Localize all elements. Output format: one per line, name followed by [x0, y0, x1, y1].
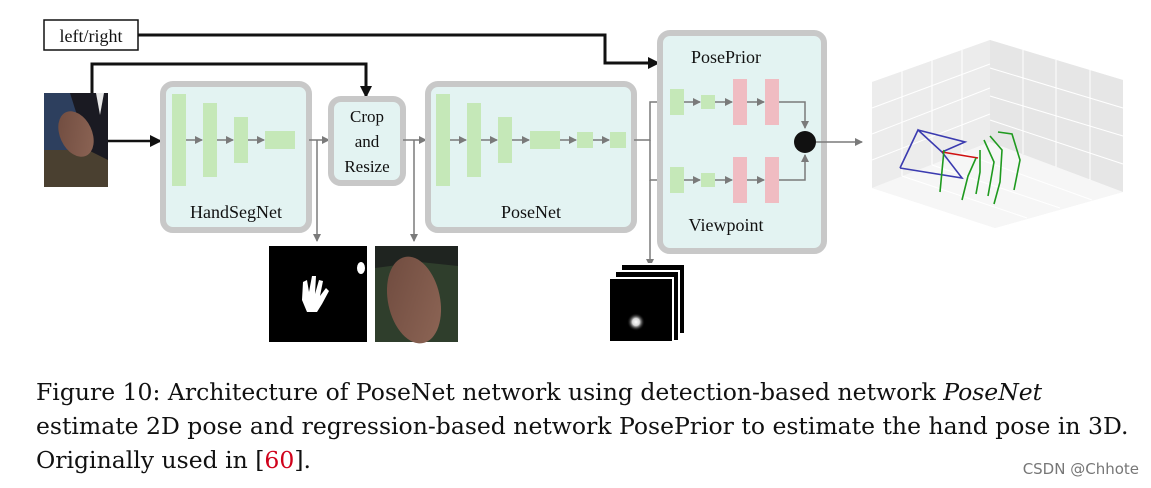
citation-link[interactable]: 60	[264, 446, 295, 474]
poseprior-block: PosePrior Viewpoint	[657, 30, 827, 254]
conv-layer	[670, 167, 684, 193]
caption-ref-open: [	[255, 446, 265, 474]
input-hand-image	[44, 93, 108, 187]
left-right-input: left/right	[43, 19, 139, 51]
conv-layer	[234, 117, 248, 163]
caption-ref-close: ]	[294, 446, 304, 474]
conv-layer	[172, 94, 186, 186]
conv-layer	[610, 132, 626, 148]
conv-layer	[203, 103, 217, 177]
posenet-label: PoseNet	[501, 202, 561, 222]
watermark: CSDN @Chhote	[1022, 460, 1139, 478]
cropped-hand-image	[375, 246, 458, 344]
fc-layer	[765, 79, 779, 125]
conv-layer	[498, 117, 512, 163]
left-right-label: left/right	[60, 26, 123, 46]
poseprior-label: PosePrior	[691, 47, 761, 67]
score-maps-image	[608, 263, 686, 343]
figure-caption: Figure 10: Architecture of PoseNet netwo…	[36, 375, 1136, 477]
caption-suffix: .	[303, 446, 311, 474]
crop-resize-block: Crop and Resize	[328, 96, 406, 186]
caption-prefix: Figure 10: Architecture of PoseNet netwo…	[36, 378, 944, 406]
conv-layer	[577, 132, 593, 148]
architecture-diagram: left/right HandSegNet Crop and Resize	[43, 19, 1124, 344]
and-label: and	[355, 132, 380, 151]
caption-middle: estimate 2D pose and regression-based ne…	[36, 412, 1129, 474]
resize-label: Resize	[344, 157, 389, 176]
fc-layer	[765, 157, 779, 203]
handsegnet-label: HandSegNet	[190, 202, 282, 222]
left-right-arrow	[138, 33, 660, 69]
crop-label: Crop	[350, 107, 384, 126]
conv-layer	[265, 131, 295, 149]
conv-layer	[467, 103, 481, 177]
posenet-block: PoseNet	[425, 81, 637, 233]
conv-layer	[670, 89, 684, 115]
handsegnet-block: HandSegNet	[160, 81, 312, 233]
conv-layer	[436, 94, 450, 186]
combine-node	[794, 131, 816, 153]
conv-layer	[701, 173, 715, 187]
fc-layer	[733, 79, 747, 125]
fc-layer	[733, 157, 747, 203]
viewpoint-label: Viewpoint	[689, 215, 764, 235]
3d-pose-plot	[871, 40, 1124, 228]
segmentation-mask-image	[269, 246, 367, 342]
input-to-crop-arrow	[90, 62, 372, 98]
caption-italic: PoseNet	[943, 378, 1043, 406]
conv-layer	[701, 95, 715, 109]
conv-layer	[530, 131, 560, 149]
